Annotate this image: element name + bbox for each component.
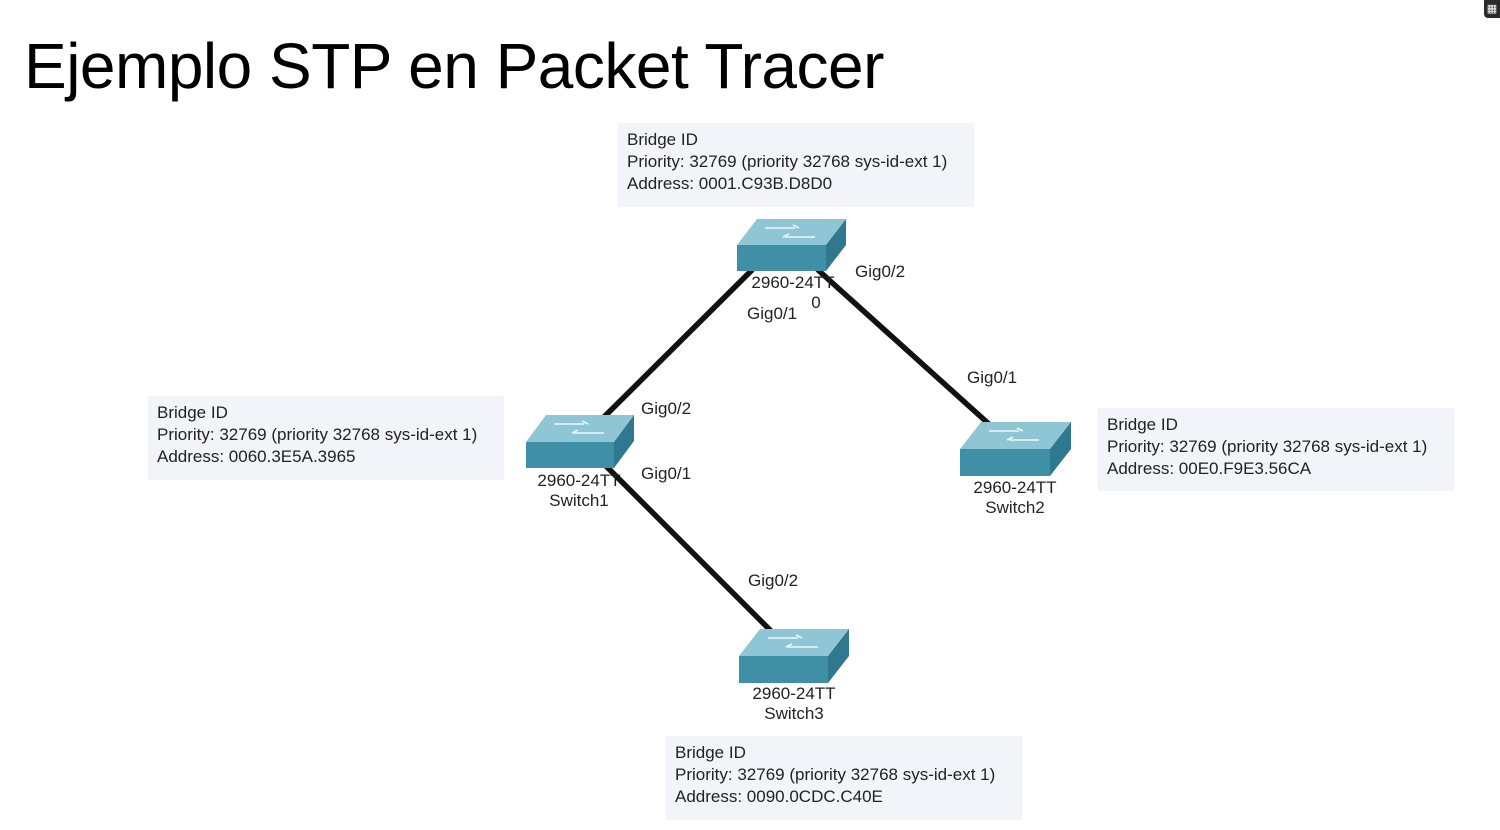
port-label-sw0-gig0-1: Gig0/1 [747,304,798,323]
links [601,267,993,635]
switch0-label: 2960-24TT [750,273,836,293]
port-label-sw0-gig0-2: Gig0/2 [855,262,906,281]
link-switch0-switch2[interactable] [815,267,993,428]
bridge-id-priority: Priority: 32769 (priority 32768 sys-id-e… [1107,437,1428,456]
switch1-bridge-id-box: Bridge ID Priority: 32769 (priority 3276… [148,396,504,480]
switch1-model: 2960-24TT [537,471,621,490]
link-switch1-switch3[interactable] [603,463,775,635]
switch0-model: 2960-24TT [751,273,835,292]
bridge-id-priority: Priority: 32769 (priority 32768 sys-id-e… [627,152,948,171]
switch0-name-fragment: 0 [811,293,821,312]
switch2-label: 2960-24TT Switch2 [970,478,1060,518]
port-label-sw2-gig0-1: Gig0/1 [967,368,1018,387]
switch3-model: 2960-24TT [752,684,836,703]
switch2-name: Switch2 [985,498,1045,517]
port-label-sw3-gig0-2: Gig0/2 [748,571,799,590]
switch0-bridge-id-box: Bridge ID Priority: 32769 (priority 3276… [618,123,974,207]
switch1-name: Switch1 [549,491,609,510]
bridge-id-priority: Priority: 32769 (priority 32768 sys-id-e… [157,425,478,444]
bridge-id-heading: Bridge ID [627,130,698,149]
bridge-id-priority: Priority: 32769 (priority 32768 sys-id-e… [675,765,996,784]
bridge-id-address: Address: 00E0.F9E3.56CA [1107,459,1312,478]
port-label-sw1-gig0-1: Gig0/1 [641,464,692,483]
grid-icon[interactable]: ▦ [1484,0,1500,18]
link-switch0-switch1[interactable] [601,267,755,420]
switch2-bridge-id-box: Bridge ID Priority: 32769 (priority 3276… [1098,408,1454,491]
switch3-bridge-id-box: Bridge ID Priority: 32769 (priority 3276… [666,736,1022,820]
switch2-model: 2960-24TT [973,478,1057,497]
bridge-id-address: Address: 0060.3E5A.3965 [157,447,356,466]
switch3-name: Switch3 [764,704,824,723]
bridge-id-heading: Bridge ID [157,403,228,422]
bridge-id-heading: Bridge ID [675,743,746,762]
bridge-id-address: Address: 0090.0CDC.C40E [675,787,883,806]
switch3-label: 2960-24TT Switch3 [749,684,839,724]
bridge-id-address: Address: 0001.C93B.D8D0 [627,174,833,193]
switch2-switch-icon[interactable] [960,422,1071,476]
switch1-label: 2960-24TT Switch1 [534,471,624,511]
slide-title: Ejemplo STP en Packet Tracer [24,30,884,102]
port-label-sw1-gig0-2: Gig0/2 [641,399,692,418]
switch3-switch-icon[interactable] [739,629,849,683]
bridge-id-heading: Bridge ID [1107,415,1178,434]
switch1-switch-icon[interactable] [526,415,634,468]
switch0-switch-icon[interactable] [737,219,846,271]
